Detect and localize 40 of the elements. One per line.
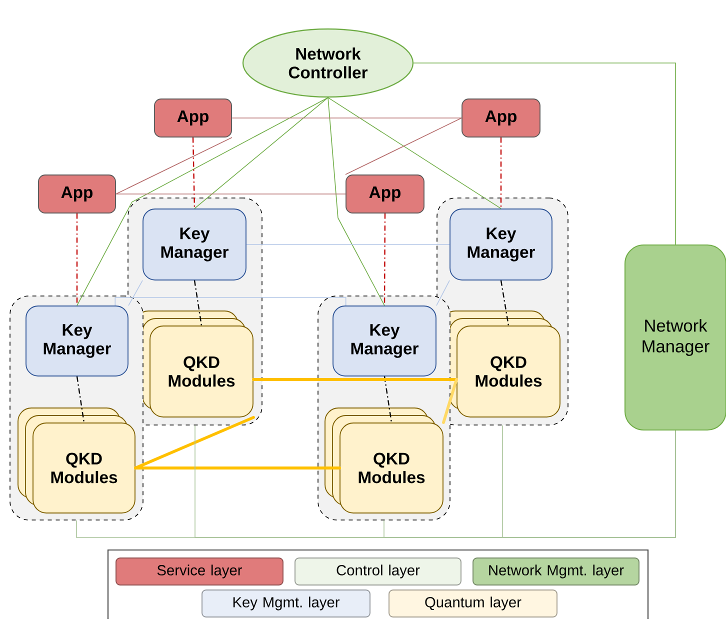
legend-item: Control layer: [294, 558, 462, 586]
link-line: [413, 62, 676, 245]
link-line: [384, 213, 386, 306]
link-line: [116, 137, 232, 194]
link-line: [328, 97, 502, 209]
link-line: [246, 244, 450, 245]
network-manager-box: Network Manager: [624, 244, 726, 431]
link-line: [114, 297, 346, 306]
link-line: [500, 137, 502, 209]
qkd-module-stack: QKD Modules: [18, 408, 136, 514]
legend-item: Quantum layer: [388, 590, 558, 618]
app-box: App: [462, 98, 540, 138]
qkd-module-stack: QKD Modules: [442, 310, 560, 418]
legend-item: Network Mgmt. layer: [472, 558, 640, 586]
key-manager-box: Key Manager: [332, 306, 436, 376]
link-line: [192, 137, 196, 209]
link-line: [384, 376, 392, 423]
link-line: [76, 97, 328, 306]
app-box: App: [346, 174, 424, 214]
key-manager-box: Key Manager: [142, 208, 246, 280]
qkd-module-stack: QKD Modules: [134, 310, 254, 418]
legend-item: Key Mgmt. layer: [202, 590, 370, 618]
link-line: [328, 97, 385, 306]
app-box: App: [38, 174, 116, 214]
link-line: [76, 213, 78, 306]
qkd-module-stack: QKD Modules: [324, 408, 444, 514]
link-line: [502, 425, 676, 538]
link-line: [194, 280, 202, 326]
link-line: [194, 97, 328, 209]
link-line: [128, 280, 143, 306]
link-line: [436, 280, 450, 306]
link-line: [252, 378, 458, 381]
key-manager-box: Key Manager: [450, 208, 552, 280]
app-box: App: [154, 98, 232, 138]
link-line: [345, 118, 462, 175]
legend-item: Service layer: [116, 558, 284, 586]
link-line: [76, 376, 85, 423]
link-line: [500, 280, 510, 326]
link-line: [134, 466, 341, 470]
key-manager-box: Key Manager: [26, 306, 128, 376]
